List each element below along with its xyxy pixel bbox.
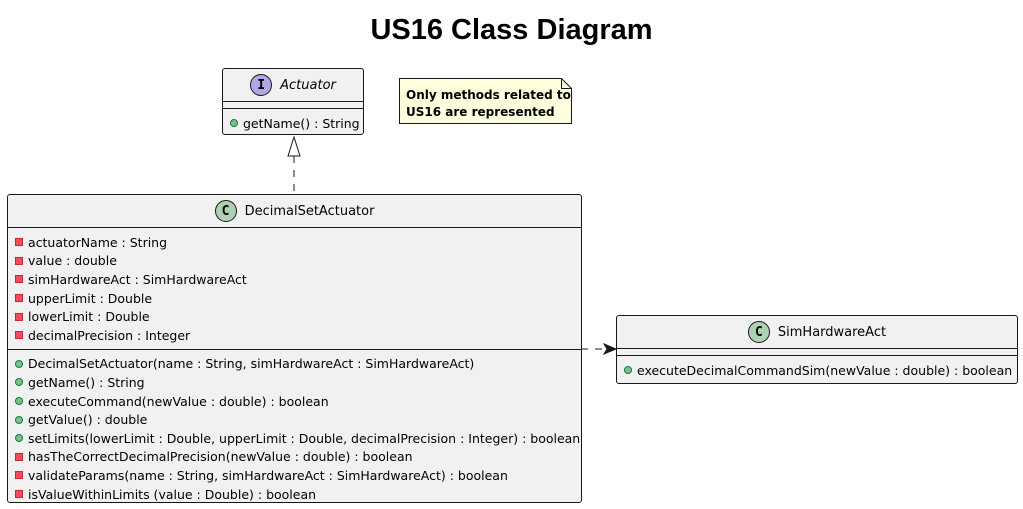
- private-visibility-icon: [15, 471, 23, 480]
- field-text: actuatorName : String: [28, 234, 168, 250]
- note-line: US16 are represented: [406, 105, 555, 119]
- fields-section: actuatorName : String value : double sim…: [8, 228, 581, 350]
- method-row: hasTheCorrectDecimalPrecision(newValue :…: [8, 448, 581, 467]
- method-text: getName() : String: [243, 115, 360, 131]
- private-visibility-icon: [15, 331, 23, 340]
- method-row: DecimalSetActuator(name : String, simHar…: [8, 355, 581, 374]
- method-text: validateParams(name : String, simHardwar…: [28, 467, 508, 483]
- note-text: Only methods related to US16 are represe…: [406, 87, 571, 121]
- method-text: getValue() : double: [28, 412, 148, 428]
- class-header: C SimHardwareAct: [617, 316, 1017, 349]
- dependency-arrow: [581, 342, 618, 356]
- methods-section: DecimalSetActuator(name : String, simHar…: [8, 350, 581, 508]
- field-text: value : double: [28, 253, 117, 269]
- field-text: upperLimit : Double: [28, 290, 153, 306]
- public-visibility-icon: [15, 415, 23, 424]
- interface-badge-icon: I: [250, 74, 273, 96]
- field-row: decimalPrecision : Integer: [8, 326, 581, 345]
- method-row: executeDecimalCommandSim(newValue : doub…: [617, 361, 1017, 380]
- class-badge-icon: C: [214, 200, 237, 222]
- class-decimal-set-actuator: C DecimalSetActuator actuatorName : Stri…: [7, 194, 582, 503]
- method-text: setLimits(lowerLimit : Double, upperLimi…: [28, 430, 581, 446]
- fields-section: [223, 102, 363, 109]
- class-name: Actuator: [280, 77, 336, 93]
- method-text: hasTheCorrectDecimalPrecision(newValue :…: [28, 449, 413, 465]
- field-text: decimalPrecision : Integer: [28, 327, 191, 343]
- method-row: executeCommand(newValue : double) : bool…: [8, 392, 581, 411]
- class-header: I Actuator: [223, 69, 363, 102]
- method-row: getName() : String: [223, 114, 363, 133]
- method-row: validateParams(name : String, simHardwar…: [8, 466, 581, 485]
- class-name: SimHardwareAct: [777, 324, 887, 340]
- note-line: Only methods related to: [406, 88, 571, 102]
- fields-section: [617, 349, 1017, 356]
- private-visibility-icon: [15, 294, 23, 303]
- class-header: C DecimalSetActuator: [8, 195, 581, 228]
- realization-arrow: [287, 135, 301, 194]
- private-visibility-icon: [15, 238, 23, 247]
- private-visibility-icon: [15, 275, 23, 284]
- class-name: DecimalSetActuator: [244, 203, 375, 219]
- private-visibility-icon: [15, 452, 23, 461]
- method-row: getName() : String: [8, 373, 581, 392]
- class-badge-icon: C: [747, 321, 770, 343]
- public-visibility-icon: [624, 366, 632, 375]
- method-row: setLimits(lowerLimit : Double, upperLimi…: [8, 429, 581, 448]
- private-visibility-icon: [15, 312, 23, 321]
- field-text: lowerLimit : Double: [28, 309, 150, 325]
- diagram-title: US16 Class Diagram: [370, 14, 653, 46]
- method-text: executeDecimalCommandSim(newValue : doub…: [637, 362, 1013, 378]
- method-text: DecimalSetActuator(name : String, simHar…: [28, 356, 475, 372]
- field-row: lowerLimit : Double: [8, 307, 581, 326]
- class-actuator: I Actuator getName() : String: [222, 68, 364, 135]
- public-visibility-icon: [15, 434, 23, 443]
- methods-section: getName() : String: [223, 109, 363, 137]
- method-row: getValue() : double: [8, 410, 581, 429]
- field-row: upperLimit : Double: [8, 289, 581, 308]
- note: Only methods related to US16 are represe…: [399, 78, 572, 124]
- field-row: actuatorName : String: [8, 233, 581, 252]
- field-text: simHardwareAct : SimHardwareAct: [28, 271, 247, 287]
- public-visibility-icon: [15, 359, 23, 368]
- field-row: simHardwareAct : SimHardwareAct: [8, 270, 581, 289]
- field-row: value : double: [8, 252, 581, 271]
- public-visibility-icon: [15, 397, 23, 406]
- method-text: isValueWithinLimits (value : Double) : b…: [28, 486, 317, 502]
- public-visibility-icon: [230, 119, 238, 128]
- method-row: isValueWithinLimits (value : Double) : b…: [8, 485, 581, 504]
- public-visibility-icon: [15, 378, 23, 387]
- private-visibility-icon: [15, 490, 23, 499]
- note-shape: [399, 78, 572, 124]
- method-text: getName() : String: [28, 374, 145, 390]
- methods-section: executeDecimalCommandSim(newValue : doub…: [617, 356, 1017, 384]
- method-text: executeCommand(newValue : double) : bool…: [28, 393, 329, 409]
- private-visibility-icon: [15, 256, 23, 265]
- class-sim-hardware-act: C SimHardwareAct executeDecimalCommandSi…: [616, 315, 1018, 384]
